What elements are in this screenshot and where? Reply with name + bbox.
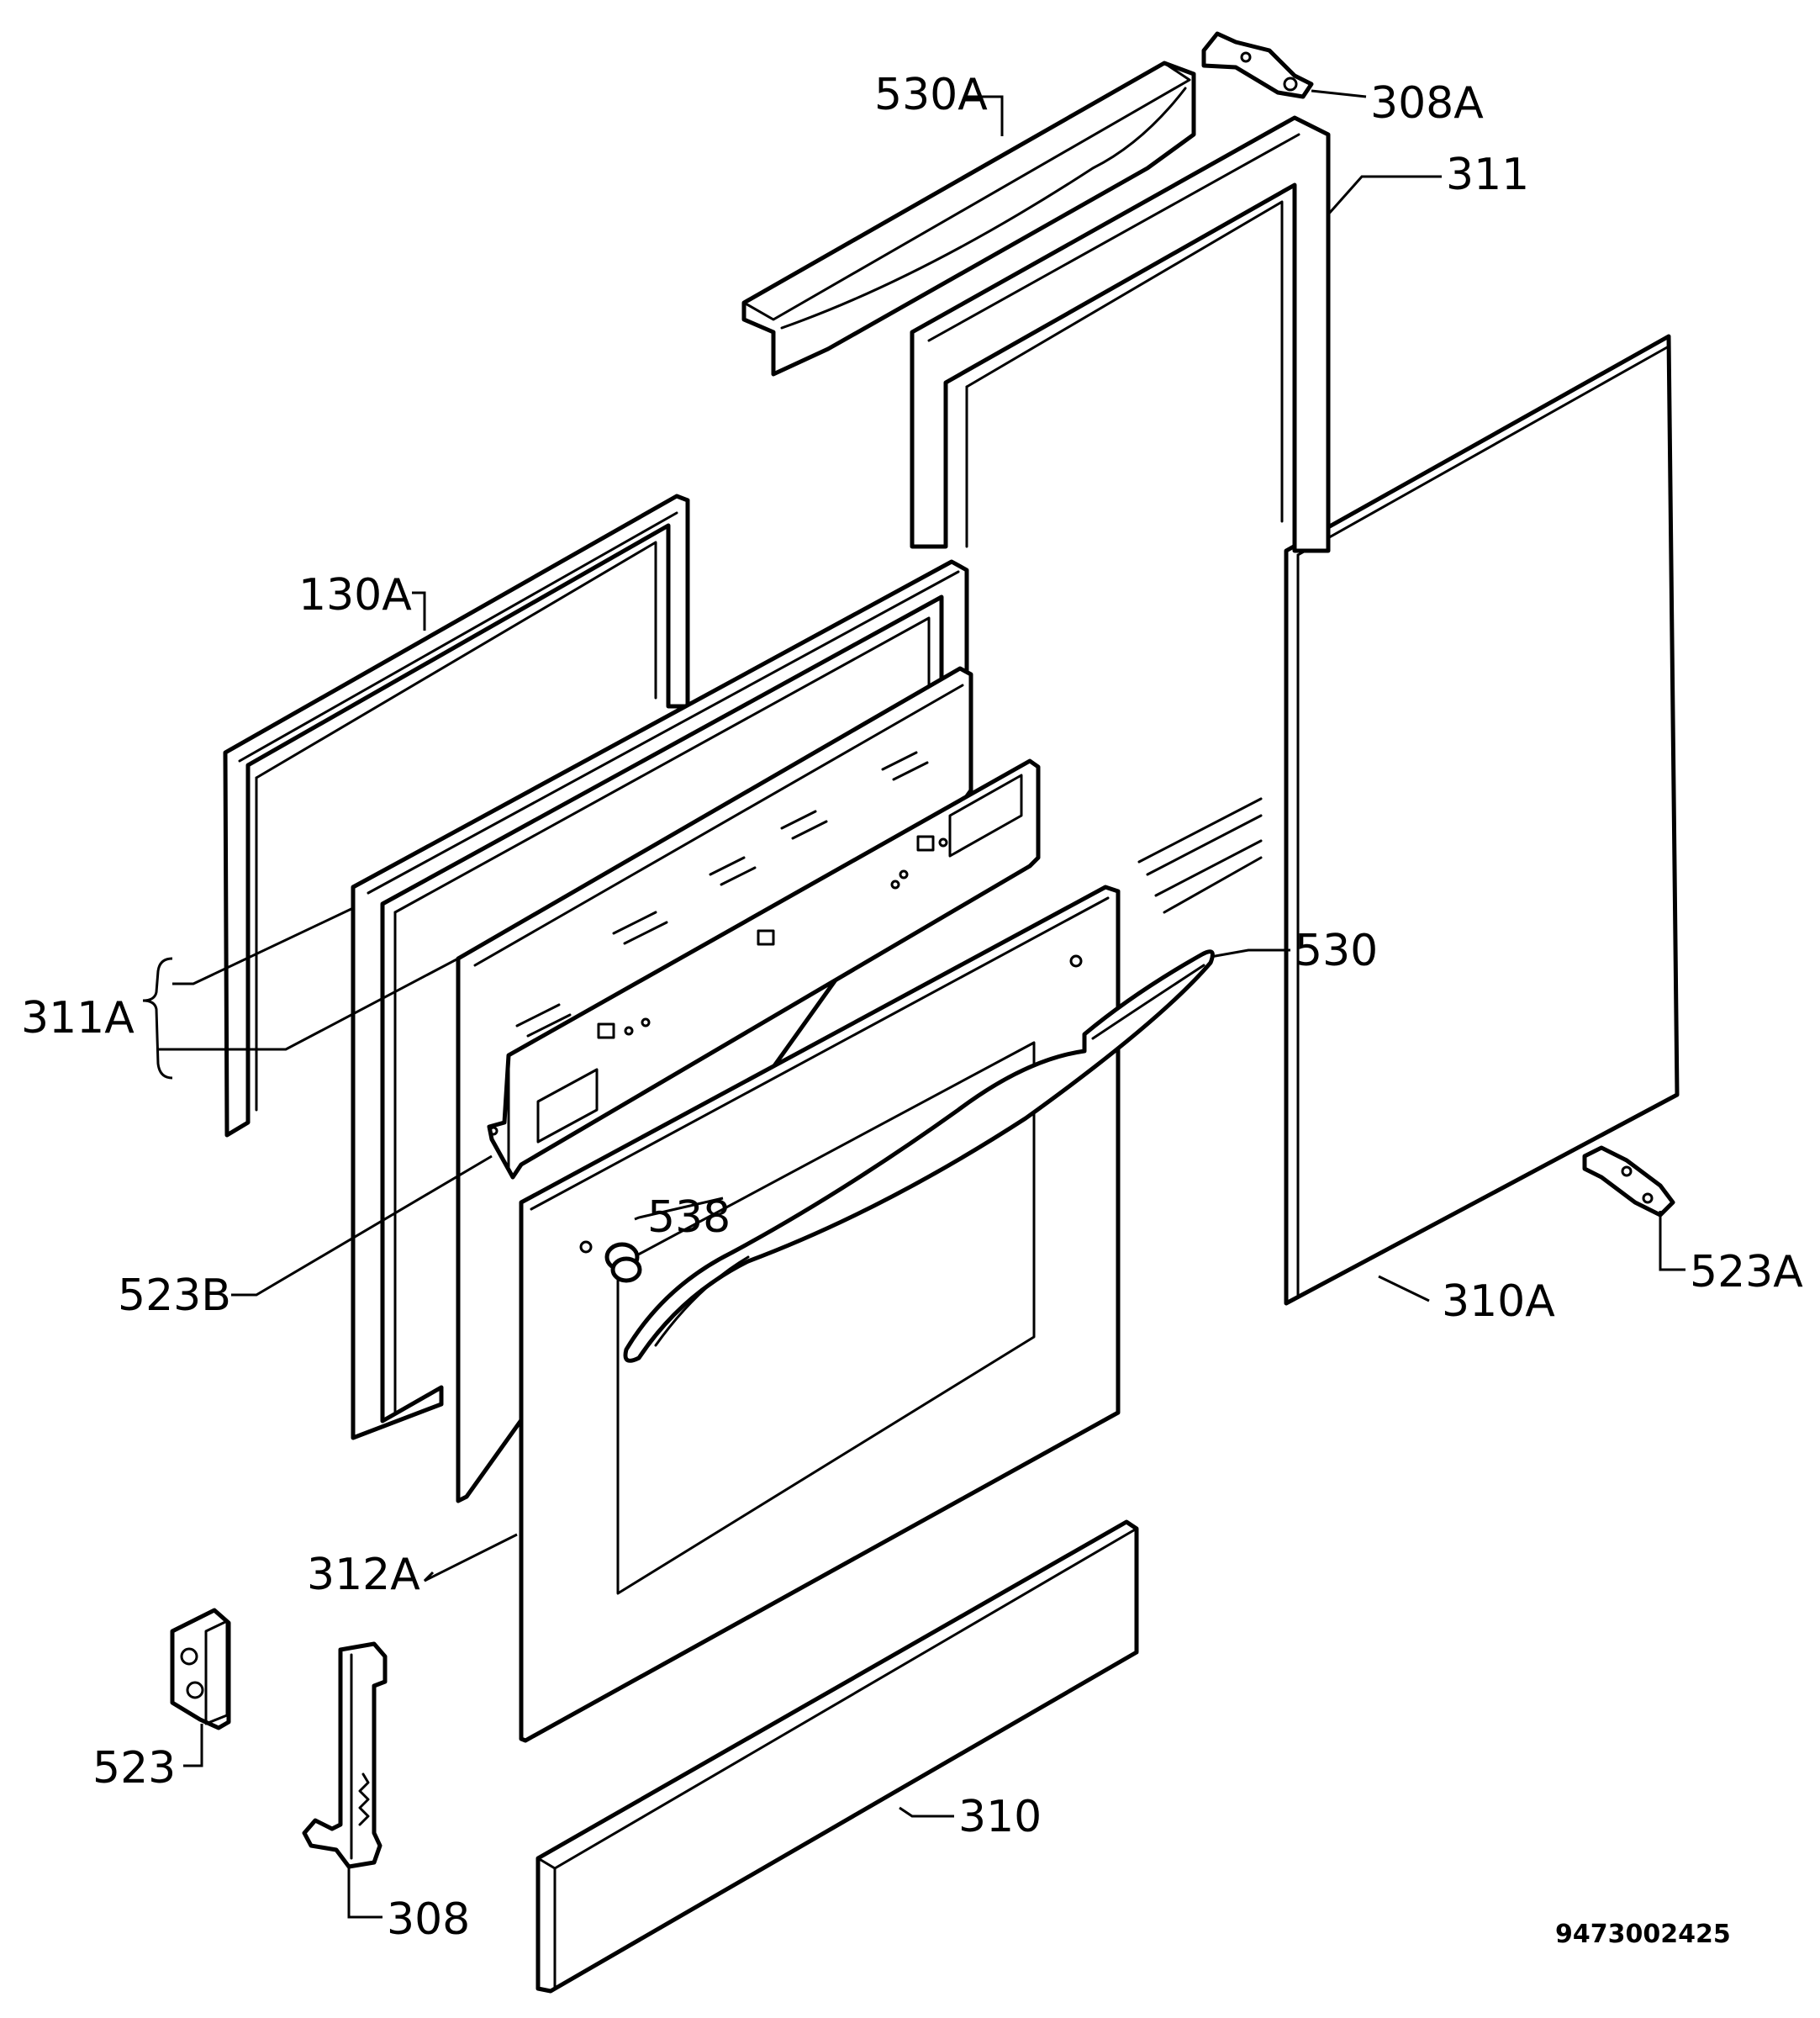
motion-lines (1137, 797, 1263, 914)
part-538-knob (604, 1242, 642, 1283)
label-311A: 311A (21, 993, 135, 1043)
part-310A-outer-panel (1284, 334, 1680, 1306)
part-523A-hinge (1582, 1145, 1675, 1218)
part-523-door-catch (170, 1608, 231, 1730)
label-312A: 312A (307, 1550, 420, 1600)
label-308: 308 (387, 1894, 470, 1945)
label-311: 311 (1446, 150, 1529, 200)
label-530: 530 (1295, 926, 1378, 976)
label-530A: 530A (874, 70, 988, 120)
part-310-bottom-strip (535, 1519, 1139, 1994)
part-523B-control-bracket (487, 758, 1041, 1180)
part-308-hinge-arm (302, 1641, 388, 1869)
part-530A-top-trim (741, 61, 1196, 377)
label-523: 523 (92, 1743, 176, 1793)
label-538: 538 (647, 1192, 731, 1243)
drawing-number: 9473002425 (1555, 1920, 1731, 1949)
label-310A: 310A (1442, 1276, 1555, 1327)
part-308A-top-hinge (1201, 31, 1314, 99)
label-310: 310 (958, 1792, 1042, 1842)
leader-lines (142, 89, 1685, 1919)
part-311-door-frame (910, 115, 1331, 553)
part-labels: 530A 308A 311 130A 311A 530 538 523B 523… (21, 70, 1803, 1949)
part-530-handle (623, 949, 1215, 1363)
part-130A-door-seal (223, 494, 690, 1138)
label-130A: 130A (298, 570, 412, 621)
label-523B: 523B (118, 1270, 231, 1321)
label-523A: 523A (1690, 1247, 1803, 1297)
label-308A: 308A (1370, 78, 1484, 129)
